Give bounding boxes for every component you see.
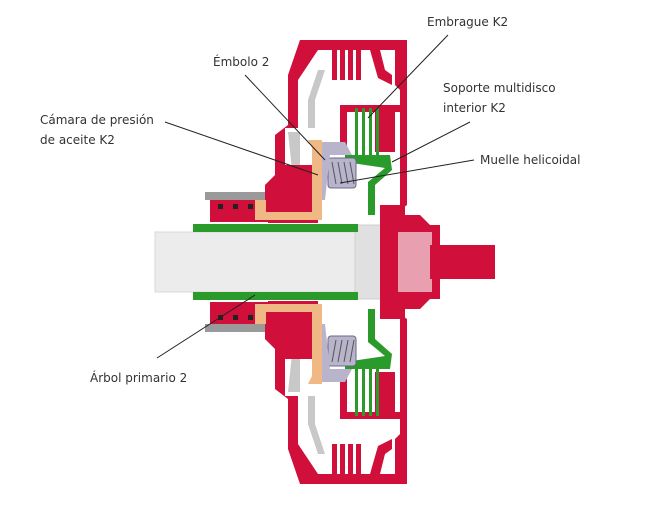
label-camara-line1: Cámara de presión bbox=[40, 113, 154, 127]
leader-embrague bbox=[367, 34, 449, 119]
leader-arbol bbox=[156, 294, 256, 359]
leader-embolo bbox=[244, 74, 326, 161]
label-soporte-line1: Soporte multidisco bbox=[443, 81, 556, 95]
label-embolo-2: Émbolo 2 bbox=[213, 55, 270, 69]
label-muelle: Muelle helicoidal bbox=[480, 153, 581, 167]
leader-camara bbox=[164, 121, 319, 176]
label-soporte-line2: interior K2 bbox=[443, 101, 506, 115]
leader-soporte bbox=[391, 121, 471, 163]
label-camara-line2: de aceite K2 bbox=[40, 133, 115, 147]
label-embrague-k2: Embrague K2 bbox=[427, 15, 509, 29]
label-arbol: Árbol primario 2 bbox=[90, 371, 188, 385]
leader-muelle bbox=[339, 159, 475, 184]
